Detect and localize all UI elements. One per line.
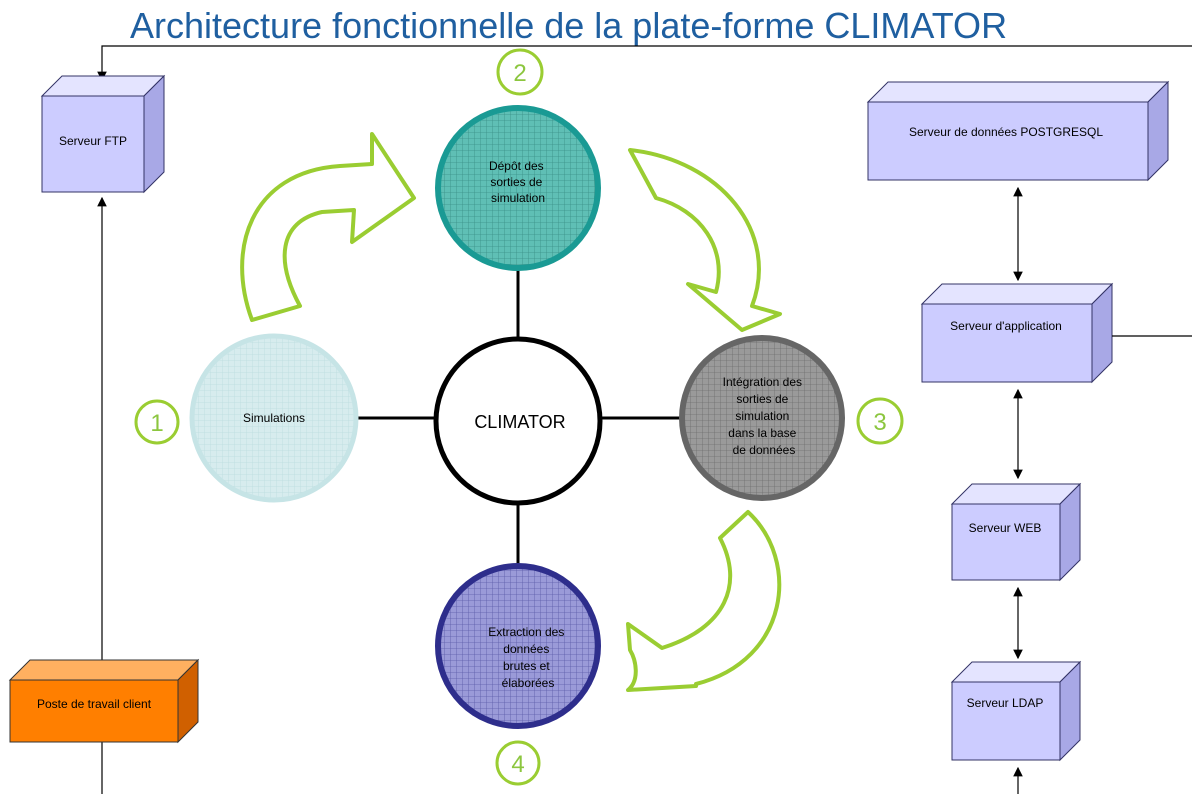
curved-arrow-3-to-4 <box>626 510 782 692</box>
page-title: Architecture fonctionnelle de la plate-f… <box>130 5 1007 46</box>
top-connector <box>97 45 1192 82</box>
center-label: CLIMATOR <box>474 412 565 432</box>
svg-text:4: 4 <box>511 751 524 778</box>
badge-2: 2 <box>496 48 544 96</box>
process-2-deposit: Dépôt des sorties de simulation <box>435 105 601 271</box>
process-4-label: Extraction des données brutes et élaboré… <box>488 625 567 690</box>
process-4-extraction: Extraction des données brutes et élaboré… <box>435 563 601 729</box>
process-3-label: Intégration des sorties de simulation da… <box>723 375 806 457</box>
client-workstation-label: Poste de travail client <box>37 697 152 711</box>
badge-4: 4 <box>495 740 541 786</box>
ldap-server-label: Serveur LDAP <box>967 696 1044 710</box>
process-3-integration: Intégration des sorties de simulation da… <box>679 335 845 501</box>
center-climator: CLIMATOR <box>433 336 603 506</box>
web-server-label: Serveur WEB <box>969 521 1042 535</box>
process-2-label: Dépôt des sorties de simulation <box>489 159 547 205</box>
badge-3: 3 <box>856 397 904 445</box>
postgres-server-box: Serveur de données POSTGRESQL <box>866 80 1170 182</box>
process-1-simulations: Simulations <box>189 333 359 503</box>
curved-arrow-2-to-3 <box>628 148 782 332</box>
application-server-label: Serveur d'application <box>950 319 1062 333</box>
process-1-label: Simulations <box>243 411 305 425</box>
ldap-server-box: Serveur LDAP <box>950 660 1082 762</box>
web-server-box: Serveur WEB <box>950 482 1082 582</box>
badge-1: 1 <box>134 399 180 445</box>
ftp-server-label: Serveur FTP <box>59 134 127 148</box>
application-server-box: Serveur d'application <box>920 282 1114 384</box>
curved-arrow-1-to-2 <box>240 132 416 322</box>
svg-text:1: 1 <box>150 410 163 437</box>
svg-text:2: 2 <box>513 60 526 87</box>
postgres-server-label: Serveur de données POSTGRESQL <box>909 125 1103 139</box>
ftp-server-box: Serveur FTP <box>40 74 166 194</box>
svg-text:3: 3 <box>873 409 886 436</box>
client-workstation-box: Poste de travail client <box>8 658 200 744</box>
